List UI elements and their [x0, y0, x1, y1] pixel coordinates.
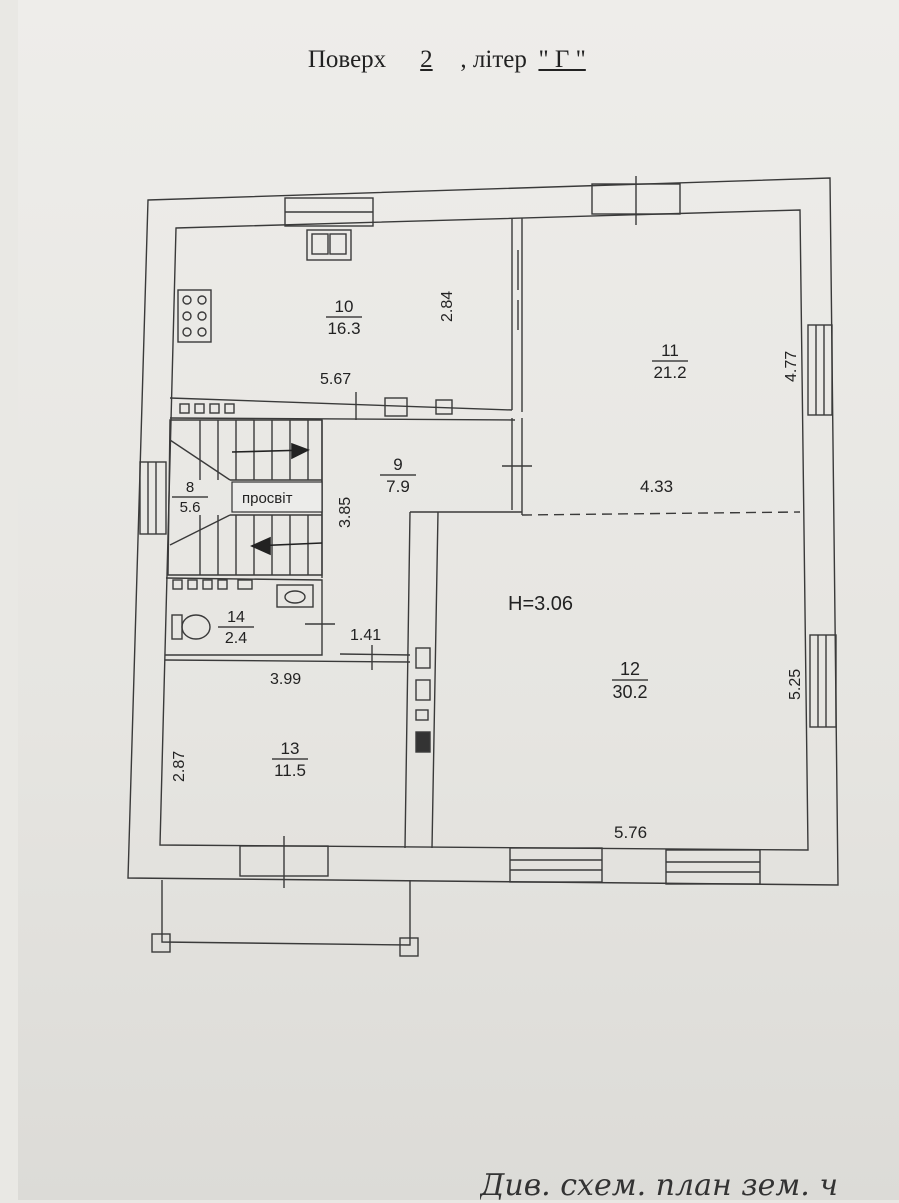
floor-label: Поверх [307, 46, 387, 73]
room-area: 5.6 [180, 499, 201, 516]
wall-room10-bottom [169, 397, 516, 421]
dim-room11-depth: 4.77 [783, 351, 800, 382]
room-number: 10 [335, 297, 354, 316]
room-8-label: 85.6 [172, 479, 208, 516]
room13-top-wall [164, 653, 411, 663]
room14-walls [165, 577, 323, 656]
floor-value: 2 [420, 46, 433, 73]
liter-value: " Г " [538, 46, 586, 73]
room-number: 9 [393, 455, 402, 474]
outer-wall-outline [127, 177, 839, 886]
liter-label: , літер [460, 46, 527, 73]
dimension-labels: 5.67 2.84 4.77 4.33 3.85 1.41 3.99 2.87 … [171, 291, 804, 842]
stair-label-box [231, 481, 323, 513]
room-area: 16.3 [327, 319, 360, 338]
stair-label: просвіт [242, 490, 293, 507]
room-area: 21.2 [653, 363, 686, 382]
ceiling-height: H=3.06 [508, 593, 573, 615]
dim-room13-depth: 2.87 [171, 751, 188, 782]
toilet-icon [171, 614, 211, 640]
stair-arrows [231, 442, 323, 556]
dim-room13-width: 3.99 [270, 671, 301, 688]
room-11-label: 11 21.2 [652, 341, 688, 382]
room-13-label: 13 11.5 [272, 739, 308, 780]
dim-room14-width: 1.41 [350, 627, 381, 644]
dim-room12-depth: 5.25 [787, 669, 804, 700]
handwritten-note: Див. схем. план зем. ч [480, 1168, 838, 1203]
porch-post-right [399, 937, 419, 957]
plan-header: Поверх 2 , літер " Г " [0, 46, 899, 74]
vent-channels [172, 397, 453, 753]
wall-room10-room11 [511, 218, 523, 412]
dim-room12-width: 5.76 [614, 823, 647, 842]
room-12-label: 12 30.2 [612, 659, 648, 702]
dim-room9-depth: 3.85 [337, 497, 354, 528]
porch-post-left [151, 933, 171, 953]
room-area: 11.5 [274, 761, 306, 780]
wall-room12-left [404, 511, 522, 849]
room-number: 14 [227, 609, 245, 626]
dim-room11-width: 4.33 [640, 477, 673, 496]
windows [139, 176, 837, 888]
room-number: 13 [281, 739, 300, 758]
sink-icon [306, 229, 352, 261]
room-10-label: 10 16.3 [326, 297, 362, 338]
dim-room10-width: 5.67 [320, 371, 351, 388]
room-area: 30.2 [612, 682, 647, 702]
room-number: 12 [620, 659, 640, 679]
door-marks [305, 250, 532, 670]
stove-icon [177, 289, 212, 343]
room11-room12-divider [521, 511, 801, 516]
dim-room10-depth: 2.84 [439, 291, 456, 322]
room-number: 11 [661, 341, 679, 360]
room-14-label: 142.4 [218, 609, 254, 647]
room-area: 7.9 [386, 477, 410, 496]
inner-wall-outline [159, 209, 809, 851]
washbasin-icon [276, 584, 314, 608]
room-number: 8 [186, 479, 194, 496]
room-9-label: 97.9 [380, 455, 416, 496]
room-area: 2.4 [225, 630, 247, 647]
porch-outline [161, 880, 411, 946]
